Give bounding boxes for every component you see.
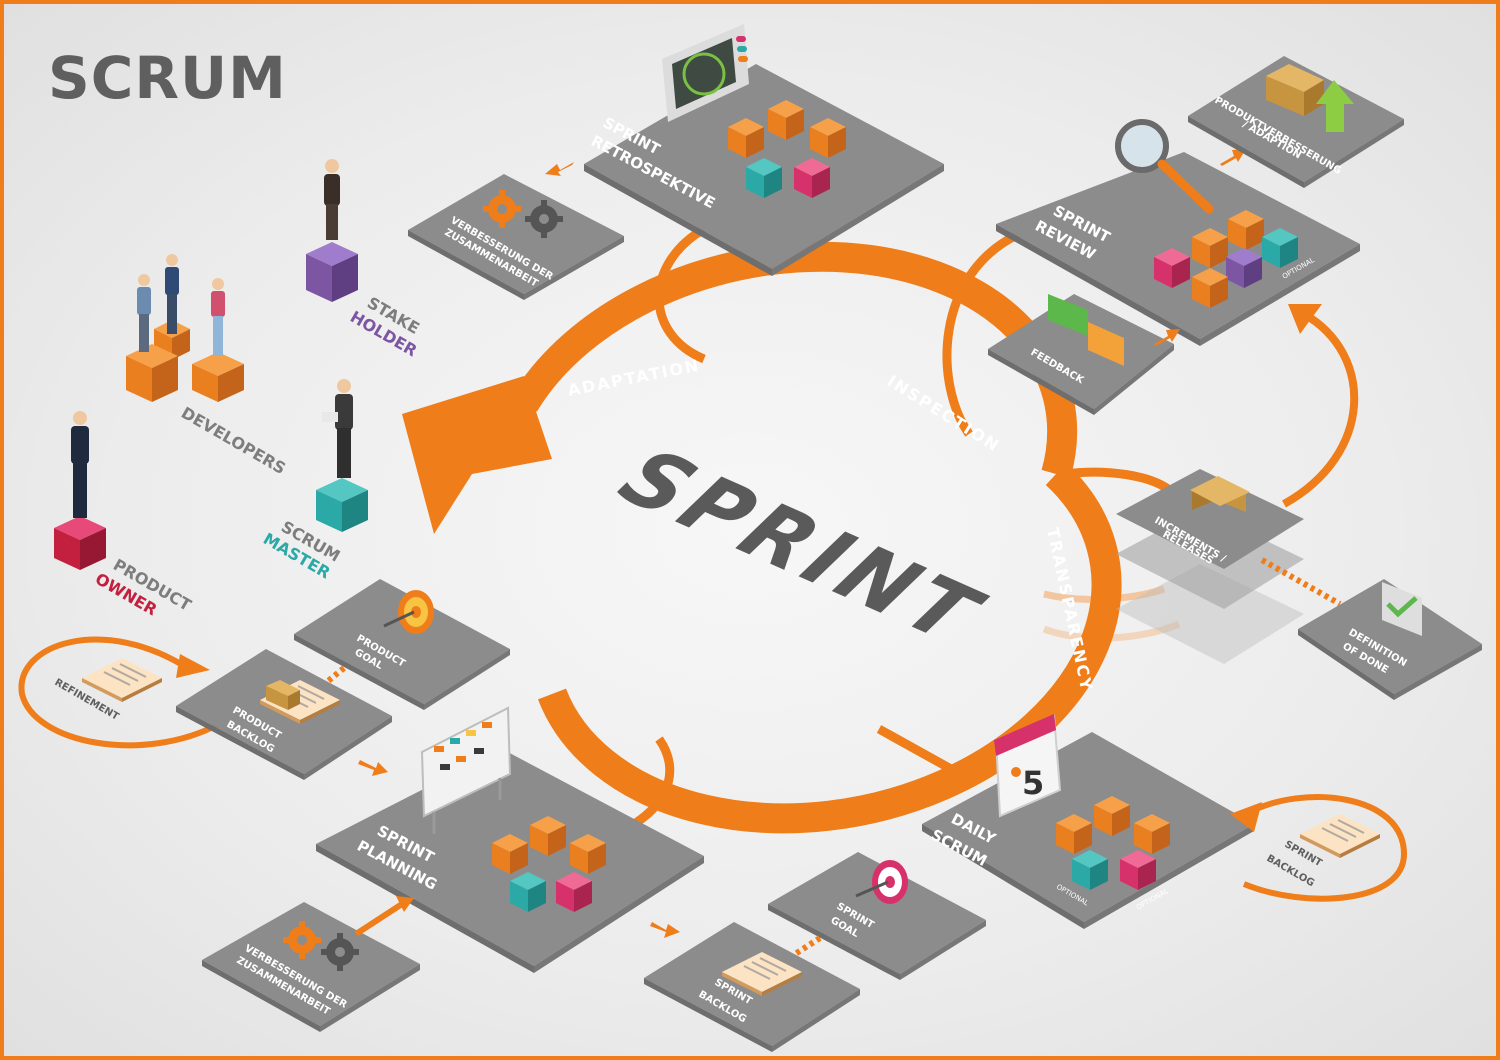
arrow-review-to-improvement-icon <box>1220 149 1246 166</box>
event-sprint-review: OPTIONAL SPRINT REVIEW <box>996 119 1360 346</box>
calendar-icon <box>994 714 1062 818</box>
magnifier-icon <box>1115 119 1214 214</box>
role-stakeholder: STAKE HOLDER <box>306 159 423 360</box>
box-icon <box>1266 64 1324 116</box>
product-owner-person-icon <box>71 411 89 518</box>
developer-people-icon <box>137 254 225 356</box>
ring-label-adaptation: ADAPTATION <box>566 356 702 400</box>
refinement-loop: REFINEMENT <box>18 636 221 749</box>
ring-label-inspection: INSPECTION <box>884 371 1004 456</box>
arrow-feedback-to-review-icon <box>1154 329 1180 346</box>
calendar-day-number: 5 <box>1022 764 1044 802</box>
target-icon <box>383 590 434 634</box>
role-developers: DEVELOPERS <box>126 254 289 478</box>
role-product-owner: PRODUCT OWNER <box>54 411 195 619</box>
developers-label: DEVELOPERS <box>178 403 289 478</box>
arrow-improvement-to-planning-icon <box>354 901 404 937</box>
artifact-definition-of-done: DEFINITION OF DONE <box>1298 579 1482 700</box>
up-arrow-icon <box>1316 80 1354 132</box>
retro-monitor-icon <box>662 24 749 122</box>
event-sprint-retrospektive: SPRINT RETROSPEKTIVE <box>584 24 944 276</box>
cycle-arrowhead-icon <box>402 376 552 534</box>
stakeholder-person-icon <box>324 159 340 240</box>
sprint-backlog-loop: SPRINT BACKLOG <box>1230 794 1408 902</box>
artifact-sprint-backlog-bottom: SPRINT BACKLOG <box>644 922 860 1052</box>
event-daily-scrum: 5 OPTIONAL OPTIONAL DAILY SCRUM <box>922 714 1254 929</box>
scrum-master-person-icon <box>322 379 353 478</box>
chat-bubbles-icon <box>1048 294 1124 366</box>
arrow-planning-to-sprint-backlog-icon <box>650 922 680 938</box>
role-scrum-master: SCRUM MASTER <box>260 379 368 582</box>
artifact-increments: INCREMENTS / RELEASES <box>1116 469 1304 664</box>
planning-board-icon <box>420 706 512 834</box>
event-sprint-planning: SPRINT PLANNING <box>316 706 704 973</box>
artifact-product-goal: PRODUCT GOAL <box>294 579 510 710</box>
increments-dod-link <box>1260 557 1342 607</box>
sprint-center-label: SPRINT <box>602 431 1001 662</box>
checklist-icon <box>1382 582 1422 636</box>
artifact-produktverbesserung: PRODUKTVERBESSERUNG / ADAPTION <box>1188 56 1404 188</box>
artifact-product-backlog: PRODUCT BACKLOG <box>176 649 392 780</box>
arrow-retro-to-improvement-icon <box>545 162 574 176</box>
artifact-sprint-goal: SPRINT GOAL <box>768 852 986 980</box>
backlog-box-icon <box>266 680 300 710</box>
artifact-verbesserung-bottom: VERBESSERUNG DER ZUSAMMENARBEIT <box>202 902 420 1032</box>
diagram-canvas: ADAPTATION INSPECTION TRANSPARENCY SPRIN… <box>18 24 1482 1052</box>
artifact-verbesserung-top: VERBESSERUNG DER ZUSAMMENARBEIT <box>408 174 624 300</box>
artifact-feedback: FEEDBACK <box>988 294 1174 415</box>
page-title: SCRUM <box>48 44 287 112</box>
arrow-backlog-to-planning-icon <box>358 760 388 776</box>
house-icon <box>1190 476 1250 512</box>
sprint-target-icon <box>855 860 908 904</box>
sprint-goal-backlog-link <box>790 935 822 959</box>
